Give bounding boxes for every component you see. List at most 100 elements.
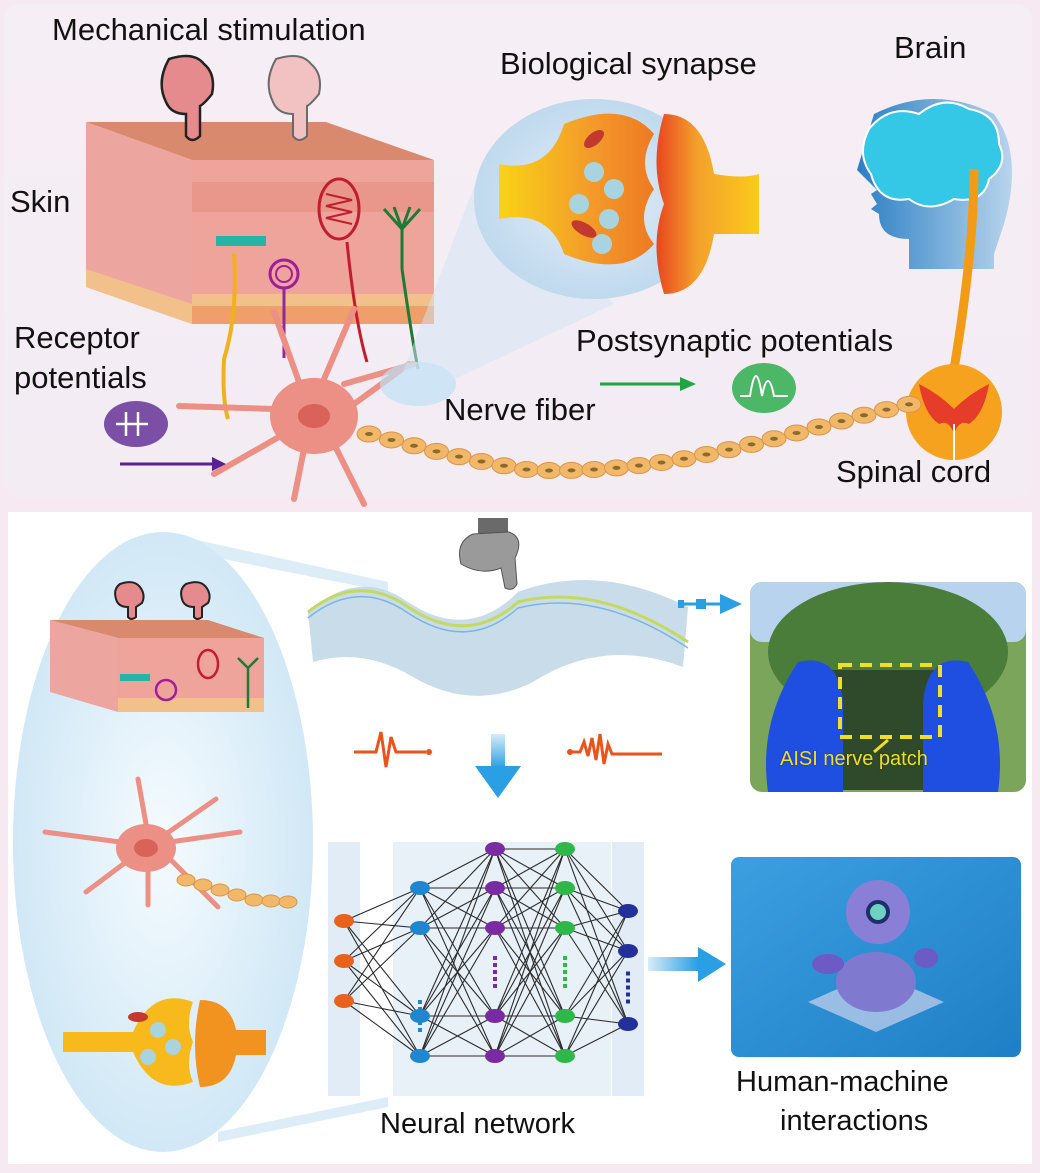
nn-node-hidden-2 [485, 921, 505, 935]
nn-node-output [618, 904, 638, 918]
myelin-segment [261, 894, 281, 908]
nn-node-output [618, 1017, 638, 1031]
myelin-nucleus [657, 460, 666, 465]
nn-edge [343, 887, 421, 922]
myelin-segment [244, 893, 264, 907]
myelin-nucleus [770, 436, 778, 441]
nn-edge [343, 887, 421, 962]
nn-edge [419, 848, 496, 929]
synapse-icon [474, 99, 759, 299]
myelin-nucleus [680, 456, 688, 461]
myelin-nucleus [815, 425, 823, 429]
nn-edge [419, 848, 496, 1017]
arrow-icon [212, 457, 226, 471]
nn-edge [494, 887, 566, 1057]
nn-ellipsis [563, 977, 567, 981]
label-neural-network: Neural network [380, 1108, 576, 1140]
nn-ellipsis [418, 1014, 422, 1018]
myelin-nucleus [545, 468, 553, 473]
head-brain-icon [857, 99, 1012, 269]
nn-ellipsis [626, 992, 630, 997]
nn-edge [494, 848, 566, 1017]
label-spinal-cord: Spinal cord [836, 454, 992, 489]
nn-ellipsis [563, 963, 567, 967]
nn-edge [343, 1000, 421, 1017]
label-hmi-line1: Human-machine [736, 1066, 949, 1098]
nn-edge [564, 910, 629, 1057]
myelin-nucleus [477, 459, 486, 464]
myelin-nucleus [792, 430, 801, 435]
robotic-finger-icon [459, 518, 520, 590]
biological-pathway-panel: Mechanical stimulation Skin Biological s… [4, 4, 1032, 507]
nn-ellipsis [493, 977, 497, 981]
sensor-film-icon [307, 580, 689, 696]
myelin-nucleus [500, 463, 508, 468]
right-arrow-icon [648, 947, 726, 982]
myelin-nucleus [747, 442, 756, 447]
postsynaptic-signal-icon [732, 363, 796, 413]
nn-ellipsis [493, 984, 497, 988]
nn-edge [419, 1015, 496, 1057]
label-biological-synapse: Biological synapse [500, 46, 757, 81]
nn-edge [564, 848, 629, 1025]
nn-edge [564, 910, 629, 1017]
myelin-nucleus [365, 432, 373, 436]
nn-ellipsis [626, 971, 630, 976]
bottom-illustration [13, 518, 1026, 1152]
myelin-nucleus [905, 402, 913, 407]
myelin-nucleus [635, 463, 643, 468]
label-mechanical-stimulation: Mechanical stimulation [52, 12, 366, 47]
nn-ellipsis [563, 984, 567, 988]
top-illustration [86, 54, 1012, 507]
nn-node-hidden-3 [555, 1049, 575, 1063]
myelin-segment [210, 883, 230, 897]
hmi-robot-image [731, 857, 1021, 1057]
nerve-fiber-icon [356, 395, 922, 480]
nn-edge [343, 920, 421, 1017]
nn-ellipsis [493, 956, 497, 960]
nn-ellipsis [493, 963, 497, 967]
myelin-nucleus [702, 452, 711, 457]
nn-edge [564, 887, 629, 1025]
nn-edge [494, 848, 566, 889]
skin-block-icon [86, 122, 434, 324]
nn-edge [494, 848, 566, 1057]
label-receptor-potentials-line2: potentials [14, 360, 147, 395]
meissner-corpuscle-icon [216, 236, 266, 246]
nn-ellipsis [493, 970, 497, 974]
nn-ellipsis [626, 978, 630, 983]
myelin-nucleus [590, 467, 598, 472]
nn-node-hidden-1 [410, 1049, 430, 1063]
nn-ellipsis [563, 970, 567, 974]
nn-ellipsis [418, 1028, 422, 1032]
nn-edge [419, 887, 496, 1057]
neural-network-diagram [328, 842, 644, 1096]
nn-edge [419, 848, 496, 889]
nn-node-hidden-3 [555, 881, 575, 895]
nn-node-input [334, 954, 354, 968]
nn-edge [564, 848, 629, 912]
mini-synapse-icon [63, 998, 266, 1087]
ruffini-ending-icon [317, 177, 361, 241]
nn-edge [564, 887, 629, 912]
myelin-nucleus [387, 437, 396, 442]
label-brain: Brain [894, 30, 967, 65]
label-hmi-line2: interactions [780, 1105, 929, 1137]
arrow-icon [680, 377, 696, 391]
label-skin: Skin [10, 184, 71, 219]
nn-node-hidden-1 [410, 921, 430, 935]
mini-neuron-icon [42, 776, 298, 910]
nn-ellipsis [626, 985, 630, 990]
label-receptor-potentials-line1: Receptor [14, 320, 140, 355]
nn-node-hidden-1 [410, 881, 430, 895]
label-aisi-nerve-patch: AISI nerve patch [780, 748, 928, 770]
signal-output-arrow-icon [678, 594, 742, 614]
myelin-nucleus [837, 419, 846, 424]
myelin-nucleus [612, 465, 621, 470]
nn-edge [564, 910, 629, 929]
myelin-nucleus [882, 407, 891, 412]
nn-node-hidden-3 [555, 921, 575, 935]
nn-node-hidden-2 [485, 1049, 505, 1063]
myelin-nucleus [567, 468, 576, 473]
nn-edge [564, 1015, 629, 1025]
